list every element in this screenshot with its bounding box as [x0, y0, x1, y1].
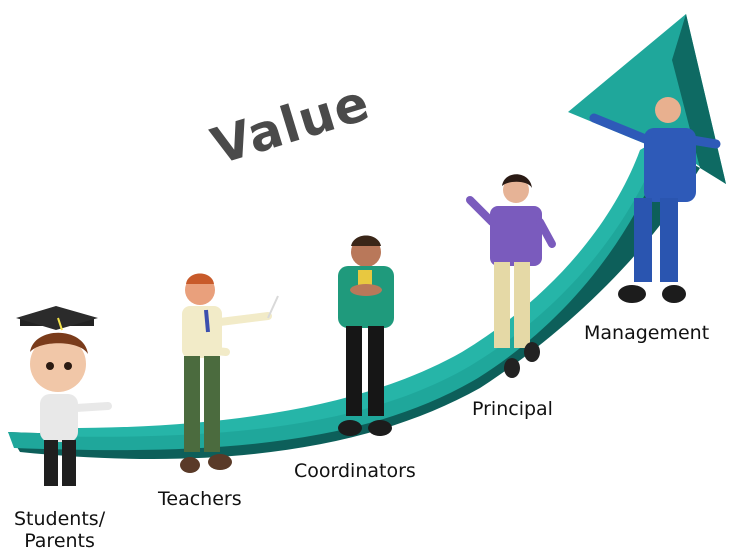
coordinator-figure — [338, 235, 394, 436]
stage-label-principal: Principal — [472, 398, 553, 420]
stage-label-management: Management — [584, 322, 710, 344]
stage-label-students: Students/ Parents — [14, 508, 105, 552]
management-figure — [589, 97, 721, 303]
teacher-figure — [180, 273, 279, 473]
student-figure — [16, 306, 112, 486]
stage-label-students-line1: Students/ — [14, 508, 106, 530]
principal-figure — [466, 174, 556, 378]
stage-label-teachers: Teachers — [158, 488, 242, 510]
stage-label-students-line2: Parents — [24, 530, 95, 552]
stage-label-coordinators: Coordinators — [294, 460, 416, 482]
